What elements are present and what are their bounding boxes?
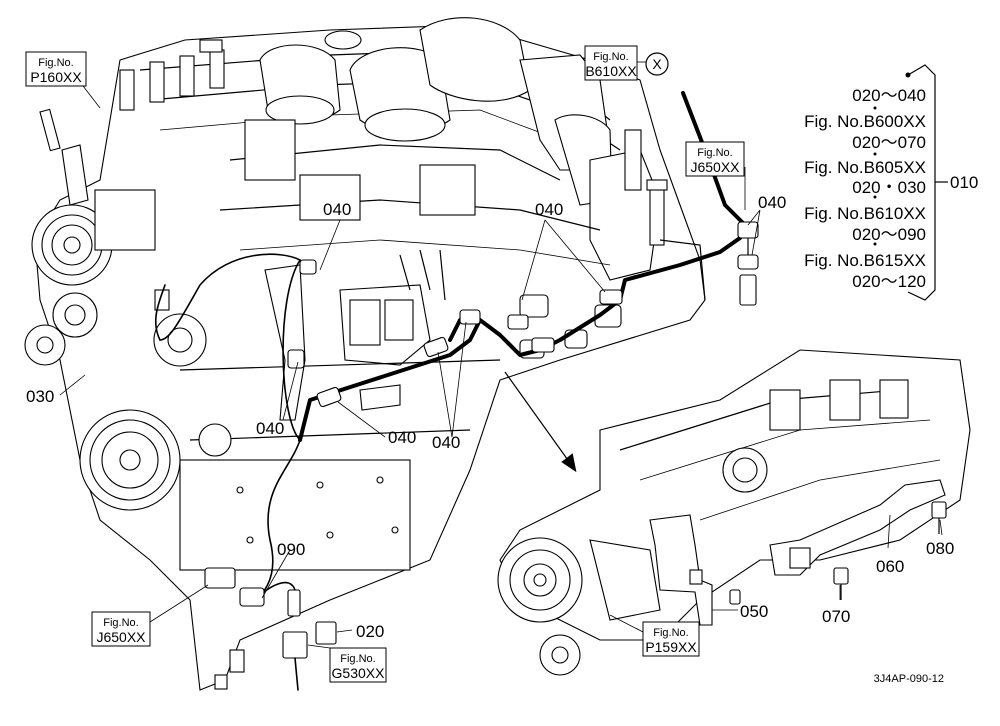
ref-j650-bottom-line1: Fig.No. — [103, 617, 138, 629]
callout-060: 060 — [876, 557, 904, 576]
ref-p160-line1: Fig.No. — [38, 57, 73, 69]
bracket-item-2-range: 020・030 — [852, 178, 926, 197]
callout-040-e: 040 — [388, 428, 416, 447]
bracket-item-1-range: 020～070 — [852, 133, 926, 152]
callout-070: 070 — [822, 607, 850, 626]
ref-p159-line1: Fig.No. — [653, 627, 688, 639]
callout-040-d: 040 — [256, 419, 284, 438]
ref-j650-top-line1: Fig.No. — [697, 147, 732, 159]
callout-040-f: 040 — [432, 433, 460, 452]
engine-block-drawing — [24, 17, 706, 691]
ref-j650-top-line2: J650XX — [690, 159, 740, 175]
bracket-item-3-ref: Fig. No.B610XX — [804, 204, 926, 223]
ref-g530-box: Fig.No. G530XX — [329, 647, 387, 683]
ref-p160-line2: P160XX — [30, 69, 82, 85]
ref-p160-box: Fig.No. P160XX — [25, 51, 87, 87]
drawing-code: 3J4AP-090-12 — [874, 673, 944, 685]
callout-040-b: 040 — [535, 200, 563, 219]
reference-bracket — [873, 64, 948, 301]
callout-010: 010 — [950, 173, 978, 192]
ref-j650-bottom-line2: J650XX — [96, 629, 146, 645]
ref-j650-top-box: Fig.No. J650XX — [685, 141, 745, 177]
ref-b610-line2: B610XX — [585, 63, 637, 79]
bracket-item-4-ref: Fig. No.B615XX — [804, 251, 926, 270]
callout-040-a: 040 — [323, 200, 351, 219]
callout-040-c: 040 — [758, 193, 786, 212]
callout-080: 080 — [926, 539, 954, 558]
ref-g530-line1: Fig.No. — [340, 653, 375, 665]
ref-b610-line1: Fig.No. — [593, 51, 628, 63]
ref-g530-line2: G530XX — [332, 665, 386, 681]
callout-x-circle: X — [645, 52, 669, 76]
bracket-list-text: 020～040 Fig. No.B600XX 020～070 Fig. No.B… — [804, 86, 926, 291]
bracket-item-0-range: 020～040 — [852, 86, 926, 105]
bracket-item-2-ref: Fig. No.B605XX — [804, 158, 926, 177]
bracket-item-1-ref: Fig. No.B600XX — [804, 112, 926, 131]
bracket-item-3-range: 020～090 — [852, 225, 926, 244]
ref-p159-box: Fig.No. P159XX — [642, 621, 700, 657]
callout-090: 090 — [277, 540, 305, 559]
wiring-harness — [155, 91, 759, 691]
detail-arrow — [504, 371, 577, 473]
callout-020: 020 — [356, 622, 384, 641]
ref-j650-bottom-box: Fig.No. J650XX — [91, 611, 151, 647]
detail-view-drawing — [497, 349, 971, 676]
callout-labels: 040 040 040 040 040 040 030 090 020 050 … — [26, 173, 978, 641]
callout-x-label: X — [652, 56, 662, 72]
ref-b610-box: Fig.No. B610XX — [584, 45, 638, 81]
callout-050: 050 — [740, 602, 768, 621]
ref-p159-line2: P159XX — [645, 639, 697, 655]
bracket-item-4-range: 020～120 — [852, 272, 926, 291]
callout-030: 030 — [26, 387, 54, 406]
